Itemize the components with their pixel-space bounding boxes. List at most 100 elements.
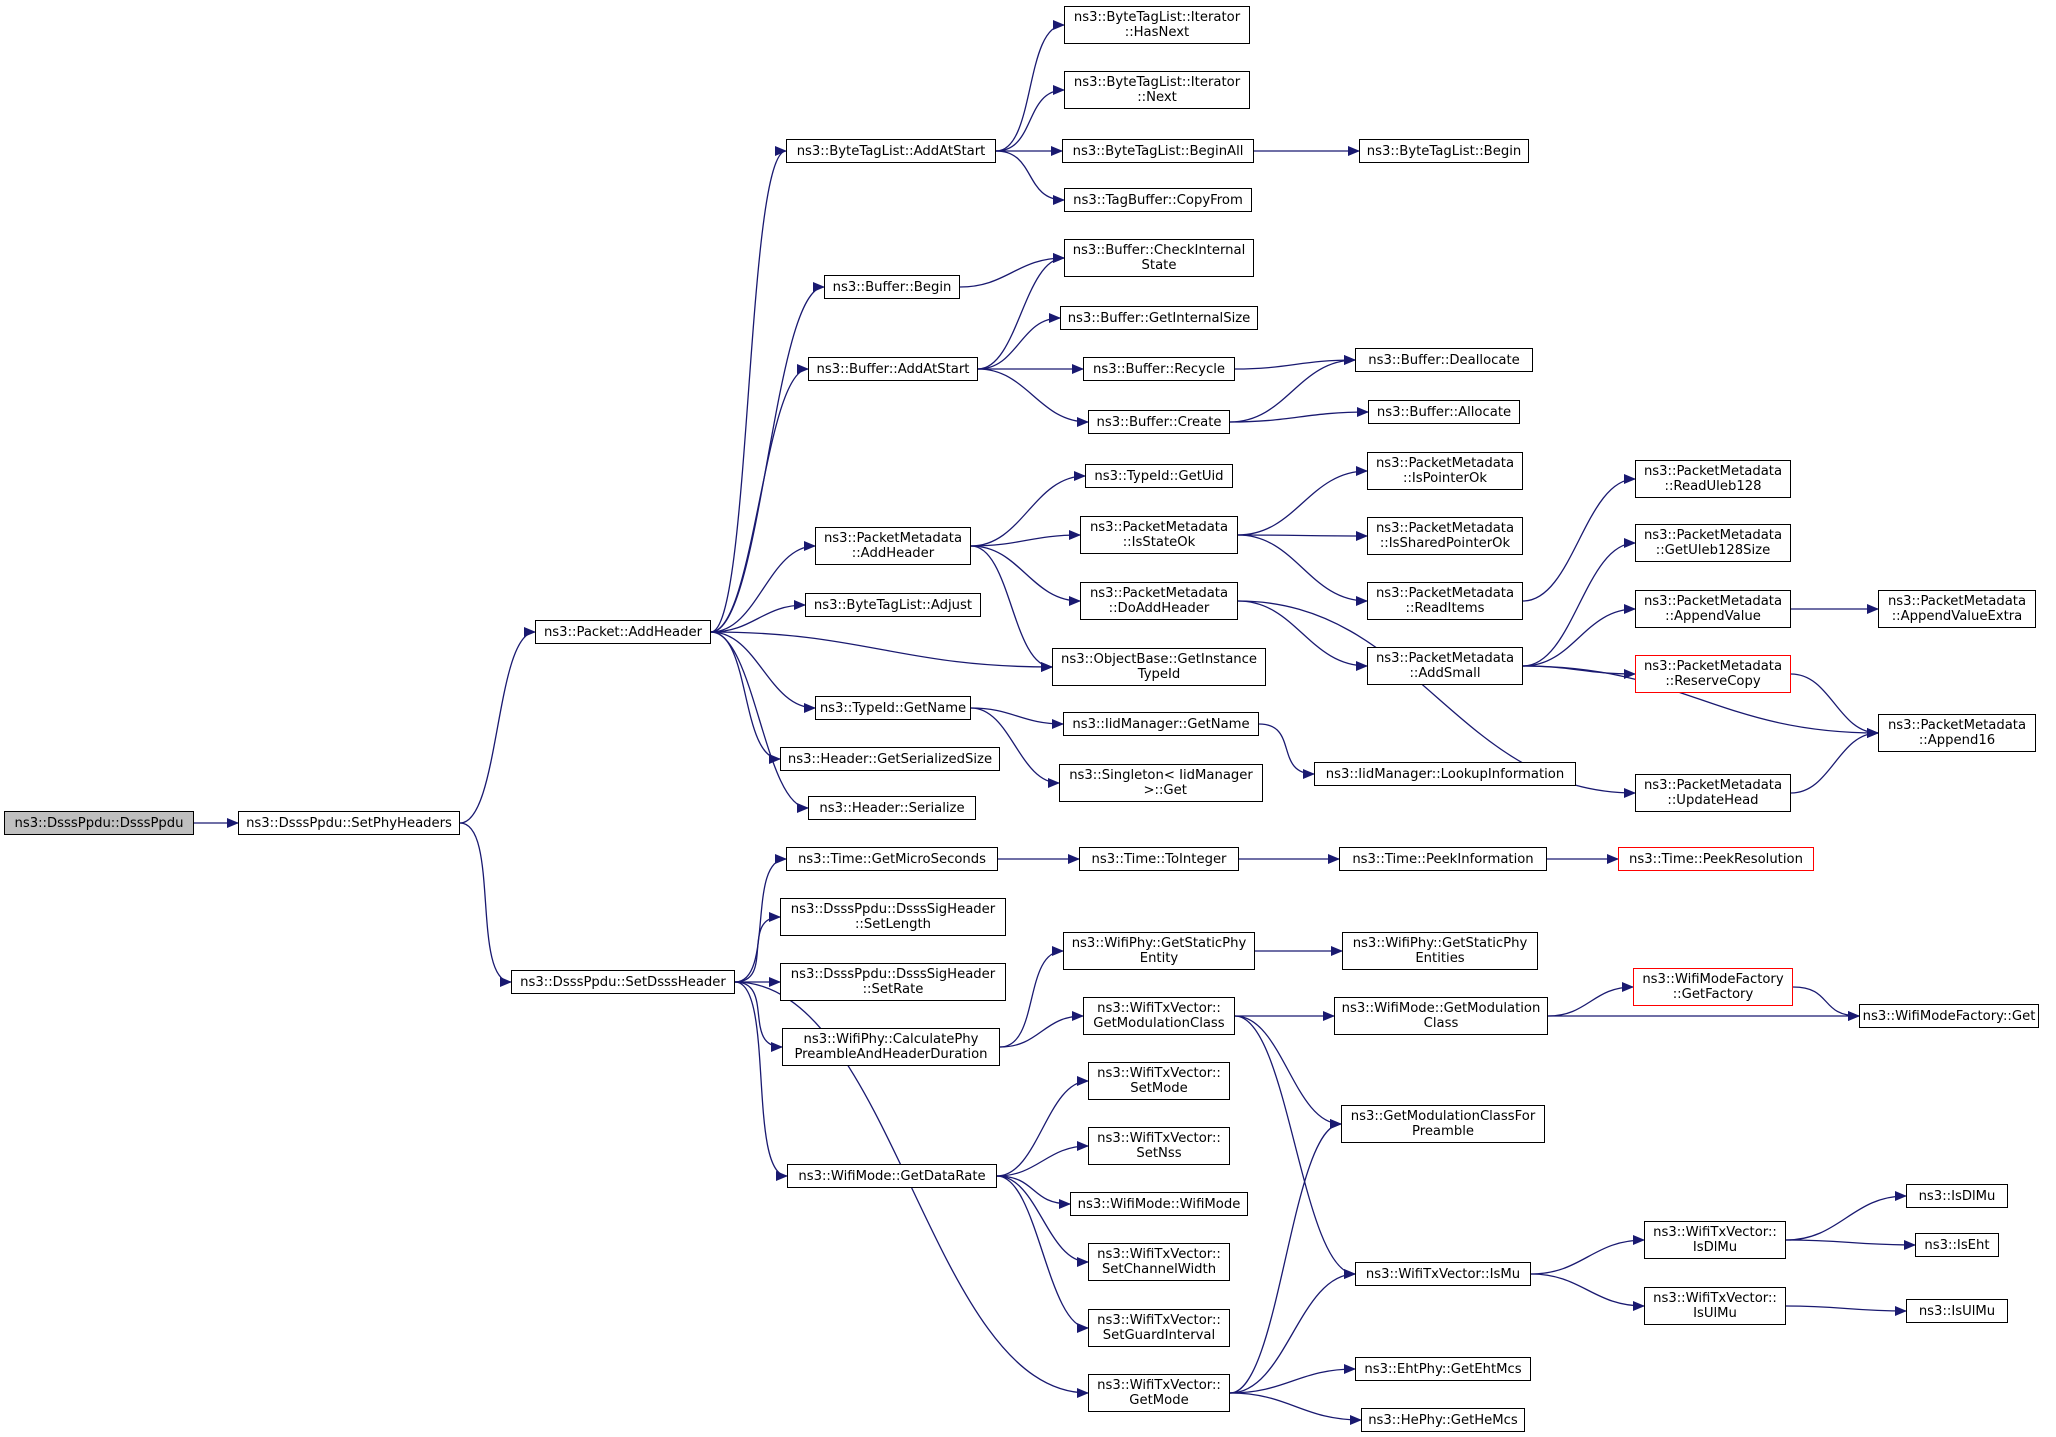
- node-pmread-uleb128[interactable]: ns3::PacketMetadata::ReadUleb128: [1635, 460, 1791, 498]
- node-label: PreambleAndHeaderDuration: [794, 1047, 988, 1062]
- node-label: ns3::WifiTxVector::: [1653, 1291, 1777, 1306]
- edge-pmadd-small-to-pmreserve-copy: [1522, 665, 1636, 679]
- node-label: ns3::TypeId::GetUid: [1094, 468, 1224, 484]
- node-time-peek-resolution[interactable]: ns3::Time::PeekResolution: [1618, 847, 1814, 871]
- node-buffer-recycle[interactable]: ns3::Buffer::Recycle: [1083, 357, 1235, 381]
- node-set-dsss-header[interactable]: ns3::DsssPpdu::SetDsssHeader: [511, 970, 735, 994]
- node-buffer-allocate[interactable]: ns3::Buffer::Allocate: [1368, 400, 1520, 424]
- node-label: Entities: [1415, 951, 1465, 966]
- edge-btladd-at-start-to-iter-has-next: [995, 20, 1065, 152]
- node-tx-is-mu[interactable]: ns3::WifiTxVector::IsMu: [1355, 1262, 1531, 1286]
- node-sig-set-rate[interactable]: ns3::DsssPpdu::DsssSigHeader::SetRate: [780, 963, 1006, 1001]
- node-packet-add-header[interactable]: ns3::Packet::AddHeader: [535, 620, 711, 644]
- node-label: ns3::Buffer::Begin: [832, 279, 952, 295]
- node-btladd-at-start[interactable]: ns3::ByteTagList::AddAtStart: [786, 139, 996, 163]
- node-label: Class: [1423, 1016, 1459, 1031]
- edge-pmadd-header-to-get-instance-type-id: [970, 545, 1053, 672]
- node-iter-has-next[interactable]: ns3::ByteTagList::Iterator::HasNext: [1064, 6, 1250, 44]
- node-buffer-create[interactable]: ns3::Buffer::Create: [1088, 410, 1230, 434]
- node-tx-set-nss[interactable]: ns3::WifiTxVector::SetNss: [1088, 1127, 1230, 1165]
- node-dsss-ppdu[interactable]: ns3::DsssPpdu::DsssPpdu: [4, 811, 194, 835]
- node-label: SetGuardInterval: [1102, 1328, 1216, 1343]
- node-pmappend-value[interactable]: ns3::PacketMetadata::AppendValue: [1635, 590, 1791, 628]
- node-tx-is-ul-mu[interactable]: ns3::WifiTxVector::IsUlMu: [1644, 1287, 1786, 1325]
- node-is-eht[interactable]: ns3::IsEht: [1915, 1233, 1999, 1257]
- node-label: ::IsStateOk: [1122, 535, 1196, 550]
- node-pmappend16[interactable]: ns3::PacketMetadata::Append16: [1878, 714, 2036, 752]
- node-tx-set-mode[interactable]: ns3::WifiTxVector::SetMode: [1088, 1062, 1230, 1100]
- node-label: ::AppendValueExtra: [1891, 609, 2023, 624]
- node-time-get-micro-seconds[interactable]: ns3::Time::GetMicroSeconds: [786, 847, 998, 871]
- node-tag-buffer-copy-from[interactable]: ns3::TagBuffer::CopyFrom: [1064, 188, 1252, 212]
- node-tx-set-channel-width[interactable]: ns3::WifiTxVector::SetChannelWidth: [1088, 1243, 1230, 1281]
- node-pmread-items[interactable]: ns3::PacketMetadata::ReadItems: [1367, 582, 1523, 620]
- node-pmis-shared-pointer-ok[interactable]: ns3::PacketMetadata::IsSharedPointerOk: [1367, 517, 1523, 555]
- node-iid-lookup-information[interactable]: ns3::IidManager::LookupInformation: [1314, 762, 1576, 786]
- node-label: ns3::WifiModeFactory: [1642, 972, 1784, 987]
- node-btlbegin[interactable]: ns3::ByteTagList::Begin: [1359, 139, 1529, 163]
- node-label: ::DoAddHeader: [1108, 601, 1210, 616]
- node-tx-set-guard-interval[interactable]: ns3::WifiTxVector::SetGuardInterval: [1088, 1309, 1230, 1347]
- node-label: ns3::PacketMetadata: [1643, 778, 1783, 793]
- node-header-get-serialized-size[interactable]: ns3::Header::GetSerializedSize: [780, 747, 1000, 771]
- node-label: ns3::Buffer::Create: [1096, 414, 1222, 430]
- edge-pmadd-header-to-pmis-state-ok: [970, 530, 1081, 547]
- node-pmupdate-head[interactable]: ns3::PacketMetadata::UpdateHead: [1635, 774, 1791, 812]
- node-pmadd-header[interactable]: ns3::PacketMetadata::AddHeader: [815, 527, 971, 565]
- node-label: ns3::WifiMode::GetDataRate: [798, 1168, 986, 1184]
- node-singleton-get[interactable]: ns3::Singleton< IidManager >::Get: [1059, 764, 1263, 802]
- node-he-get-he-mcs[interactable]: ns3::HePhy::GetHeMcs: [1361, 1408, 1525, 1432]
- node-label: ns3::Singleton< IidManager: [1069, 768, 1253, 783]
- node-buffer-get-internal-size[interactable]: ns3::Buffer::GetInternalSize: [1060, 306, 1258, 330]
- node-type-id-get-uid[interactable]: ns3::TypeId::GetUid: [1085, 464, 1233, 488]
- node-wmfget-factory[interactable]: ns3::WifiModeFactory::GetFactory: [1633, 968, 1793, 1006]
- node-wifi-mode-wifi-mode[interactable]: ns3::WifiMode::WifiMode: [1070, 1192, 1248, 1216]
- node-is-dl-mu[interactable]: ns3::IsDlMu: [1906, 1184, 2008, 1208]
- node-label: >::Get: [1135, 783, 1187, 798]
- node-time-peek-information[interactable]: ns3::Time::PeekInformation: [1339, 847, 1547, 871]
- node-buffer-add-at-start[interactable]: ns3::Buffer::AddAtStart: [808, 357, 978, 381]
- node-wmfget[interactable]: ns3::WifiModeFactory::Get: [1859, 1004, 2039, 1028]
- node-set-phy-headers[interactable]: ns3::DsssPpdu::SetPhyHeaders: [238, 811, 460, 835]
- edge-pmis-state-ok-to-pmis-shared-pointer-ok: [1237, 530, 1368, 541]
- node-pmis-pointer-ok[interactable]: ns3::PacketMetadata::IsPointerOk: [1367, 452, 1523, 490]
- node-btladjust[interactable]: ns3::ByteTagList::Adjust: [805, 593, 981, 617]
- node-header-serialize[interactable]: ns3::Header::Serialize: [808, 796, 976, 820]
- node-time-to-integer[interactable]: ns3::Time::ToInteger: [1079, 847, 1239, 871]
- node-pmappend-value-extra[interactable]: ns3::PacketMetadata::AppendValueExtra: [1878, 590, 2036, 628]
- node-iid-get-name[interactable]: ns3::IidManager::GetName: [1063, 712, 1259, 736]
- node-btlbegin-all[interactable]: ns3::ByteTagList::BeginAll: [1062, 139, 1254, 163]
- node-tx-is-dl-mu[interactable]: ns3::WifiTxVector::IsDlMu: [1644, 1221, 1786, 1259]
- node-sig-set-length[interactable]: ns3::DsssPpdu::DsssSigHeader::SetLength: [780, 898, 1006, 936]
- node-wifi-mode-get-data-rate[interactable]: ns3::WifiMode::GetDataRate: [787, 1164, 997, 1188]
- node-tx-get-mode[interactable]: ns3::WifiTxVector::GetMode: [1088, 1374, 1230, 1412]
- node-pmreserve-copy[interactable]: ns3::PacketMetadata::ReserveCopy: [1635, 655, 1791, 693]
- node-pmget-uleb128-size[interactable]: ns3::PacketMetadata::GetUleb128Size: [1635, 524, 1791, 562]
- node-label: ns3::WifiPhy::CalculatePhy: [803, 1032, 979, 1047]
- node-iter-next[interactable]: ns3::ByteTagList::Iterator::Next: [1064, 71, 1250, 109]
- node-label: ns3::Buffer::GetInternalSize: [1067, 310, 1251, 326]
- edge-type-id-get-name-to-iid-get-name: [970, 707, 1064, 729]
- node-buffer-begin[interactable]: ns3::Buffer::Begin: [824, 275, 960, 299]
- node-buffer-deallocate[interactable]: ns3::Buffer::Deallocate: [1355, 348, 1533, 372]
- node-pmis-state-ok[interactable]: ns3::PacketMetadata::IsStateOk: [1080, 516, 1238, 554]
- edge-pmread-items-to-pmread-uleb128: [1522, 474, 1636, 602]
- node-label: ns3::Buffer::Allocate: [1376, 404, 1512, 420]
- node-label: ns3::WifiTxVector::: [1097, 1313, 1221, 1328]
- node-label: ns3::WifiTxVector::: [1097, 1066, 1221, 1081]
- node-is-ul-mu[interactable]: ns3::IsUlMu: [1906, 1299, 2008, 1323]
- node-label: ns3::ByteTagList::Iterator: [1073, 10, 1241, 25]
- edge-set-phy-headers-to-packet-add-header: [459, 627, 536, 824]
- node-tx-get-modulation-class[interactable]: ns3::WifiTxVector::GetModulationClass: [1083, 997, 1235, 1035]
- node-eht-get-eht-mcs[interactable]: ns3::EhtPhy::GetEhtMcs: [1355, 1357, 1531, 1381]
- node-pmdo-add-header[interactable]: ns3::PacketMetadata::DoAddHeader: [1080, 582, 1238, 620]
- node-type-id-get-name[interactable]: ns3::TypeId::GetName: [815, 696, 971, 720]
- node-pmadd-small[interactable]: ns3::PacketMetadata::AddSmall: [1367, 647, 1523, 685]
